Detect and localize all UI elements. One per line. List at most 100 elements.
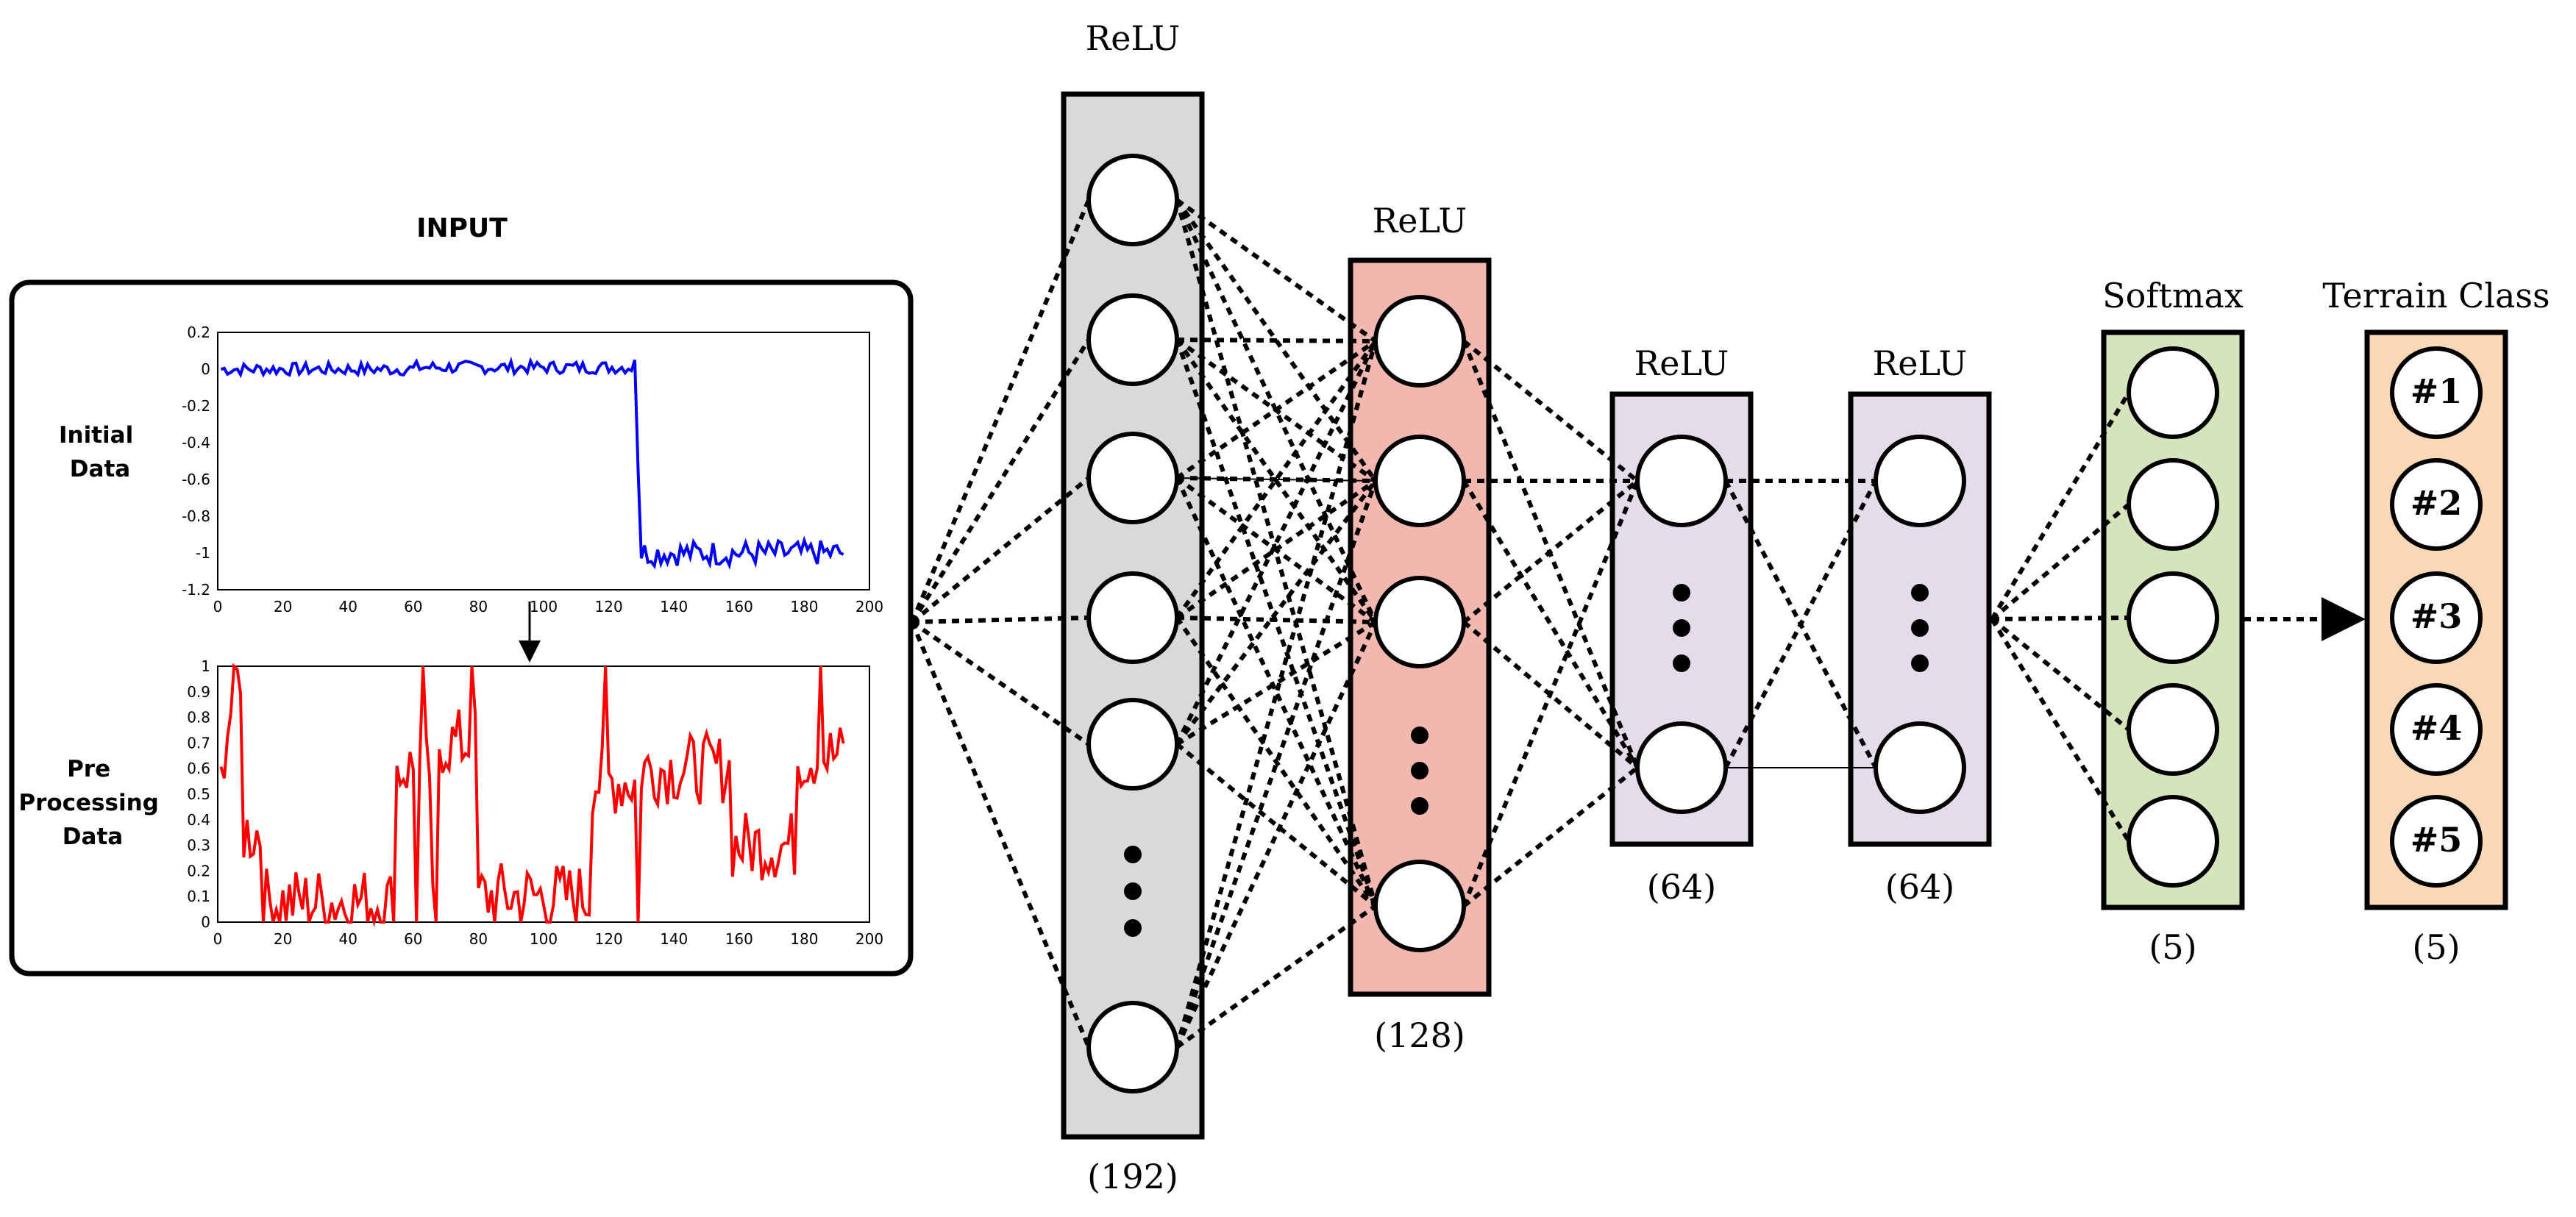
l2-l3-connection-2-0: [1462, 479, 1639, 624]
layer-4-size: (64): [1885, 867, 1954, 907]
l1-l2-connection-3-0: [1175, 340, 1378, 619]
layer-1-node-5: [1086, 698, 1179, 790]
terrain-class-size: (5): [2412, 927, 2460, 967]
layer-5-node-1: [2127, 346, 2219, 439]
layer-4-activation: ReLU: [1873, 343, 1968, 383]
pre-y-tick-labels: 10.90.80.70.60.50.40.30.20.10: [187, 657, 210, 931]
l4-softmax-connection-0: [1990, 391, 2131, 621]
layer-1-node-1: [1086, 154, 1179, 246]
connection-lines: [910, 198, 2366, 1049]
l1-l2-connection-5-0: [1175, 340, 1378, 1048]
layer-1-size: (192): [1087, 1157, 1178, 1196]
pre-y-tick-1: 0.9: [187, 683, 210, 701]
l4-softmax-connection-1: [1990, 502, 2130, 621]
softmax-activation: Softmax: [2102, 276, 2244, 315]
l1-l2-connection-5-2: [1175, 621, 1378, 1049]
layer-2-node-4: [1373, 860, 1466, 952]
pre-y-tick-3: 0.7: [187, 734, 210, 752]
pre-y-tick-0: 1: [201, 657, 210, 675]
l1-l2-connection-4-3: [1175, 742, 1377, 908]
initial-x-tick-7: 140: [660, 598, 688, 615]
terrain-class-title: Terrain Class: [2322, 276, 2550, 315]
l1-l2-connection-4-1: [1175, 479, 1378, 746]
pre-y-tick-6: 0.4: [187, 811, 210, 829]
layer-2-node-2: [1373, 435, 1466, 527]
layer-1-ellipsis: [1124, 846, 1142, 937]
initial-y-tick-2: -0.2: [182, 397, 210, 415]
pre-x-tick-7: 140: [660, 930, 688, 948]
layer-2-size: (128): [1374, 1016, 1465, 1055]
class-label-5: #5: [2410, 820, 2463, 860]
input-connection-5: [910, 621, 1091, 1049]
l1-l2-connection-0-2: [1175, 199, 1378, 624]
layer-1-node-6: [1086, 1001, 1179, 1093]
layer-4-ellipsis: [1911, 584, 1929, 672]
initial-y-tick-7: -1.2: [182, 581, 210, 599]
pre-x-tick-8: 160: [725, 930, 753, 948]
layer-2-node-1: [1373, 295, 1466, 388]
layer-2-ellipsis: [1411, 727, 1428, 815]
initial-y-tick-4: -0.6: [182, 471, 210, 488]
layer-5-node-4: [2127, 683, 2219, 776]
layer-6-node-5: [2390, 795, 2483, 888]
input-connection-4: [911, 620, 1090, 746]
pre-x-tick-3: 60: [404, 930, 422, 948]
initial-y-tick-5: -0.8: [182, 507, 210, 525]
l2-l3-connection-3-0: [1462, 479, 1640, 907]
layer-6-node-4: [2390, 683, 2483, 776]
layer-1-node-3: [1086, 432, 1179, 524]
class-label-1: #1: [2410, 371, 2463, 411]
initial-y-tick-3: -0.4: [182, 434, 210, 452]
initial-y-tick-0: 0.2: [187, 324, 210, 341]
pre-x-tick-0: 0: [213, 930, 223, 948]
class-labels: #1 #2 #3 #4 #5: [2410, 371, 2463, 860]
l1-l2-connection-5-3: [1175, 904, 1377, 1049]
layer-2-node-3: [1373, 576, 1466, 668]
l2-l3-connection-0-1: [1462, 340, 1640, 769]
l1-l2-connection-3-2: [1176, 615, 1376, 624]
pre-y-tick-8: 0.2: [187, 862, 210, 879]
initial-x-tick-10: 200: [855, 598, 883, 615]
input-connection-2: [911, 476, 1090, 624]
initial-x-tick-6: 120: [595, 598, 623, 615]
layer-6-node-2: [2390, 458, 2483, 551]
initial-x-tick-2: 40: [338, 598, 357, 615]
layer-3-size: (64): [1647, 867, 1716, 907]
layer-5-node-2: [2127, 458, 2219, 551]
pre-x-tick-2: 40: [338, 930, 357, 948]
l4-softmax-connection-2: [1991, 615, 2130, 621]
l1-l2-connection-0-3: [1175, 199, 1378, 907]
layer-3-activation: ReLU: [1634, 343, 1729, 383]
l2-l3-connection-0-0: [1462, 339, 1639, 483]
l1-l2-connection-3-3: [1175, 616, 1378, 907]
layer-4-node-2: [1874, 721, 1966, 814]
l4-softmax-connection-4: [1990, 618, 2131, 843]
pre-processing-data-series-line: [219, 663, 845, 927]
pre-x-tick-6: 120: [595, 930, 623, 948]
class-label-2: #2: [2410, 483, 2463, 523]
input-connection-0: [910, 199, 1091, 624]
l2-l3-connection-3-1: [1462, 765, 1639, 908]
pre-x-tick-10: 200: [855, 930, 883, 948]
layer-5-node-5: [2127, 795, 2219, 888]
input-title: INPUT: [416, 213, 508, 243]
initial-x-tick-8: 160: [725, 598, 753, 615]
layer-3-node-2: [1635, 721, 1728, 814]
initial-x-tick-0: 0: [213, 598, 223, 615]
l1-l2-connection-1-0: [1176, 338, 1376, 343]
l1-l2-connection-0-1: [1175, 199, 1378, 482]
input-connection-1: [910, 338, 1091, 624]
pre-x-tick-1: 20: [274, 930, 292, 948]
l1-l2-connection-5-1: [1175, 480, 1378, 1048]
pre-y-tick-5: 0.5: [187, 785, 210, 803]
pre-y-tick-2: 0.8: [187, 709, 210, 727]
pre-processing-data-label: Pre Processing Data: [18, 756, 166, 850]
l1-l2-connection-2-0: [1175, 339, 1377, 480]
initial-x-tick-4: 80: [469, 598, 488, 615]
layer-3-ellipsis: [1673, 584, 1690, 672]
class-label-4: #4: [2410, 708, 2463, 748]
layer-4-node-1: [1874, 435, 1966, 527]
